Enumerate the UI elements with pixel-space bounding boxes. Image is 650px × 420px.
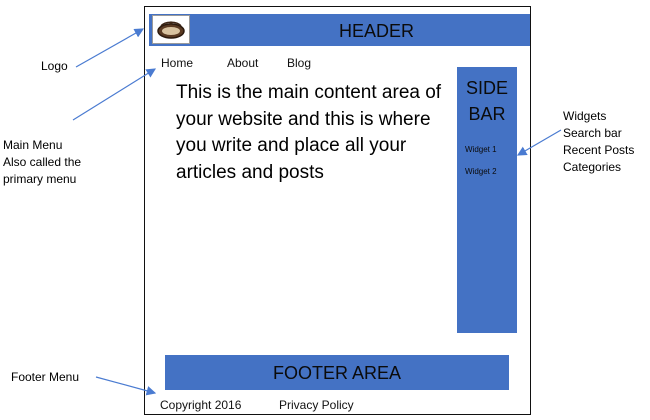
annotation-main-menu-line-3: primary menu <box>3 172 77 186</box>
annotation-main-menu-line-1: Main Menu <box>3 138 63 152</box>
nav-about[interactable]: About <box>227 56 259 70</box>
footer-title: FOOTER AREA <box>272 363 402 383</box>
annotation-main-menu-line-2: Also called the <box>3 155 82 169</box>
arrow-main-menu <box>72 68 157 121</box>
annotation-logo: Logo <box>41 59 68 73</box>
header-title: HEADER <box>339 21 415 41</box>
footer-area: FOOTER AREA <box>165 355 509 390</box>
sidebar: SIDE BAR Widget 1 Widget 2 <box>457 67 517 333</box>
sidebar-title-line-1: SIDE <box>465 78 508 98</box>
annotation-widgets: Widgets Search bar Recent Posts Categori… <box>563 108 634 176</box>
logo[interactable] <box>152 15 190 44</box>
header-bar: HEADER <box>149 14 530 46</box>
sidebar-widget-2[interactable]: Widget 2 <box>465 167 497 176</box>
footer-privacy-link[interactable]: Privacy Policy <box>279 398 354 412</box>
annotation-widgets-line-2: Search bar <box>563 126 622 140</box>
arrow-logo <box>75 28 145 68</box>
arrow-footer-menu <box>95 376 157 396</box>
sidebar-widget-1[interactable]: Widget 1 <box>465 145 497 154</box>
nav-home[interactable]: Home <box>161 56 194 70</box>
oval-logo-icon <box>157 21 185 39</box>
main-content-text: This is the main content area of your we… <box>176 82 442 183</box>
sidebar-title-line-2: BAR <box>468 104 506 124</box>
nav-blog[interactable]: Blog <box>287 56 312 70</box>
arrow-widgets <box>516 129 562 156</box>
annotation-widgets-line-1: Widgets <box>563 109 607 123</box>
annotation-widgets-line-3: Recent Posts <box>563 143 635 157</box>
annotation-footer-menu: Footer Menu <box>11 370 80 384</box>
annotation-widgets-line-4: Categories <box>563 160 622 174</box>
footer-copyright: Copyright 2016 <box>160 398 242 412</box>
annotation-main-menu: Main Menu Also called the primary menu <box>3 137 81 188</box>
sidebar-title: SIDE BAR <box>457 75 517 127</box>
